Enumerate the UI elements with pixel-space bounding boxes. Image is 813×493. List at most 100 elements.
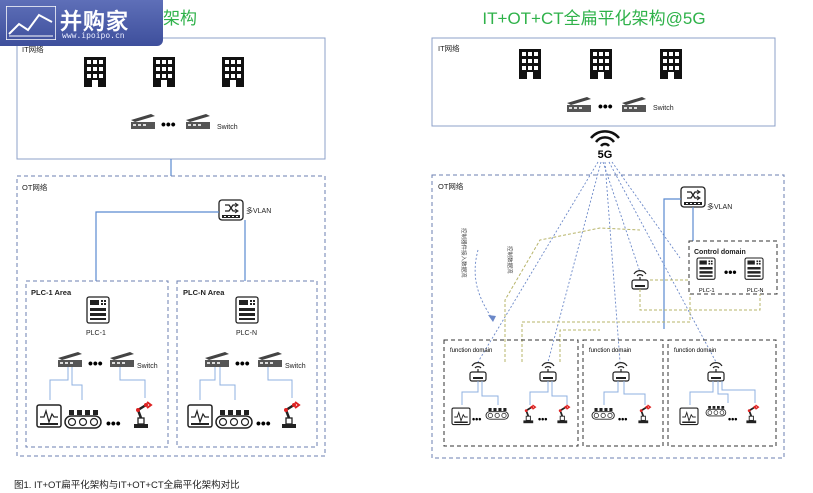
right-title: IT+OT+CT全扁平化架构@5G: [482, 9, 705, 28]
function-domain-box: [582, 339, 664, 447]
link: [721, 381, 756, 403]
vlan-link-area1: [95, 211, 219, 281]
conveyor-icon: [705, 405, 727, 417]
ellipsis-icon: •••: [598, 98, 613, 114]
switch-icon: [186, 114, 210, 129]
control-plcn-label: PLC-N: [747, 288, 764, 294]
vlan-link: [663, 198, 681, 329]
annotation-arrow: [474, 249, 494, 321]
function-domain-box: [667, 339, 777, 447]
function-domain-label: function domain: [450, 348, 492, 354]
right-ot-network-box: [431, 174, 785, 459]
plc-icon: [696, 257, 716, 280]
left-it-network-box: [16, 37, 326, 160]
switch-icon: [205, 352, 229, 367]
building-icon: [222, 57, 244, 87]
ellipsis-icon: •••: [88, 355, 103, 371]
ellipsis-icon: •••: [472, 414, 481, 424]
switch-icon: [58, 352, 82, 367]
robot-arm-icon: [637, 404, 652, 425]
control-data-flow: [639, 289, 761, 311]
ellipsis-icon: •••: [538, 414, 547, 424]
5g-label: 5G: [598, 149, 613, 161]
switch-icon: [567, 97, 591, 112]
building-icon: [84, 57, 106, 87]
link: [529, 381, 549, 405]
plc-icon: [86, 296, 110, 324]
ellipsis-icon: •••: [235, 355, 250, 371]
link: [603, 381, 619, 405]
switch-icon: [258, 352, 282, 367]
robot-arm-icon: [522, 404, 537, 425]
ellipsis-icon: •••: [106, 415, 121, 431]
building-icon: [590, 49, 612, 79]
figure-caption: 图1. IT+OT扁平化架构与IT+OT+CT全扁平化架构对比: [14, 480, 240, 491]
access-point-icon: [631, 270, 649, 290]
control-plc1-label: PLC-1: [699, 288, 715, 294]
function-domain-box: [443, 339, 579, 447]
plc-icon: [744, 257, 764, 280]
robot-arm-icon: [556, 404, 571, 425]
plc1-area-title: PLC-1 Area: [31, 288, 72, 297]
annotation-device-access-flow: 控制器件接入数据流: [460, 228, 468, 278]
left-it-switch-label: Switch: [217, 124, 238, 131]
watermark-brand: 并购家: [60, 10, 130, 35]
building-icon: [153, 57, 175, 87]
switch-icon: [110, 352, 134, 367]
control-domain-box: [688, 240, 778, 295]
building-icon: [660, 49, 682, 79]
monitor-icon: [451, 407, 471, 426]
link: [219, 367, 236, 400]
5g-wireless-links: [477, 161, 717, 363]
ellipsis-icon: •••: [161, 116, 176, 132]
access-point-icon: [612, 362, 630, 382]
watermark-url: www.ipoipo.cn: [62, 31, 125, 40]
plc-icon: [235, 296, 259, 324]
conveyor-icon: [215, 409, 253, 429]
access-point-icon: [707, 362, 725, 382]
robot-arm-icon: [132, 400, 153, 430]
monitor-icon: [679, 407, 699, 426]
ellipsis-icon: •••: [618, 414, 627, 424]
multi-vlan-switch-icon: [680, 186, 706, 208]
left-title: 架构: [163, 9, 197, 28]
multi-vlan-switch-icon: [218, 199, 244, 221]
monitor-icon: [187, 404, 213, 428]
link: [623, 381, 646, 405]
left-vlan-label: 多VLAN: [246, 206, 271, 215]
left-ot-label: OT网络: [22, 182, 48, 192]
watermark-logo: 并购家 www.ipoipo.cn: [0, 0, 163, 46]
left-it-label: IT网络: [22, 44, 44, 54]
robot-arm-icon: [745, 404, 760, 425]
switch-icon: [622, 97, 646, 112]
plcn-label: PLC-N: [236, 330, 257, 337]
robot-arm-icon: [280, 400, 301, 430]
annotation-control-flow: 控制数据流: [506, 246, 514, 274]
link: [551, 381, 568, 405]
function-domain-label: function domain: [674, 348, 716, 354]
ellipsis-icon: •••: [724, 265, 737, 279]
arrow-head: [488, 315, 496, 322]
access-point-icon: [469, 362, 487, 382]
plcn-area-box: [176, 280, 318, 448]
link: [267, 367, 293, 398]
access-point-icon: [539, 362, 557, 382]
right-vlan-label: 多VLAN: [707, 202, 732, 211]
monitor-icon: [36, 404, 62, 428]
link: [71, 367, 83, 400]
left-ot-network-box: [16, 175, 326, 457]
link: [49, 367, 69, 400]
plc1-area-box: [25, 280, 169, 448]
control-domain-label: Control domain: [694, 249, 746, 256]
right-it-network-box: [431, 37, 776, 127]
right-ot-label: OT网络: [438, 181, 464, 191]
link: [119, 367, 146, 398]
plc1-label: PLC-1: [86, 330, 106, 337]
plcn-area-title: PLC-N Area: [183, 288, 225, 297]
link: [481, 381, 499, 405]
ellipsis-icon: •••: [728, 414, 737, 424]
conveyor-icon: [64, 409, 102, 429]
right-it-switch-label: Switch: [653, 105, 674, 112]
building-icon: [519, 49, 541, 79]
